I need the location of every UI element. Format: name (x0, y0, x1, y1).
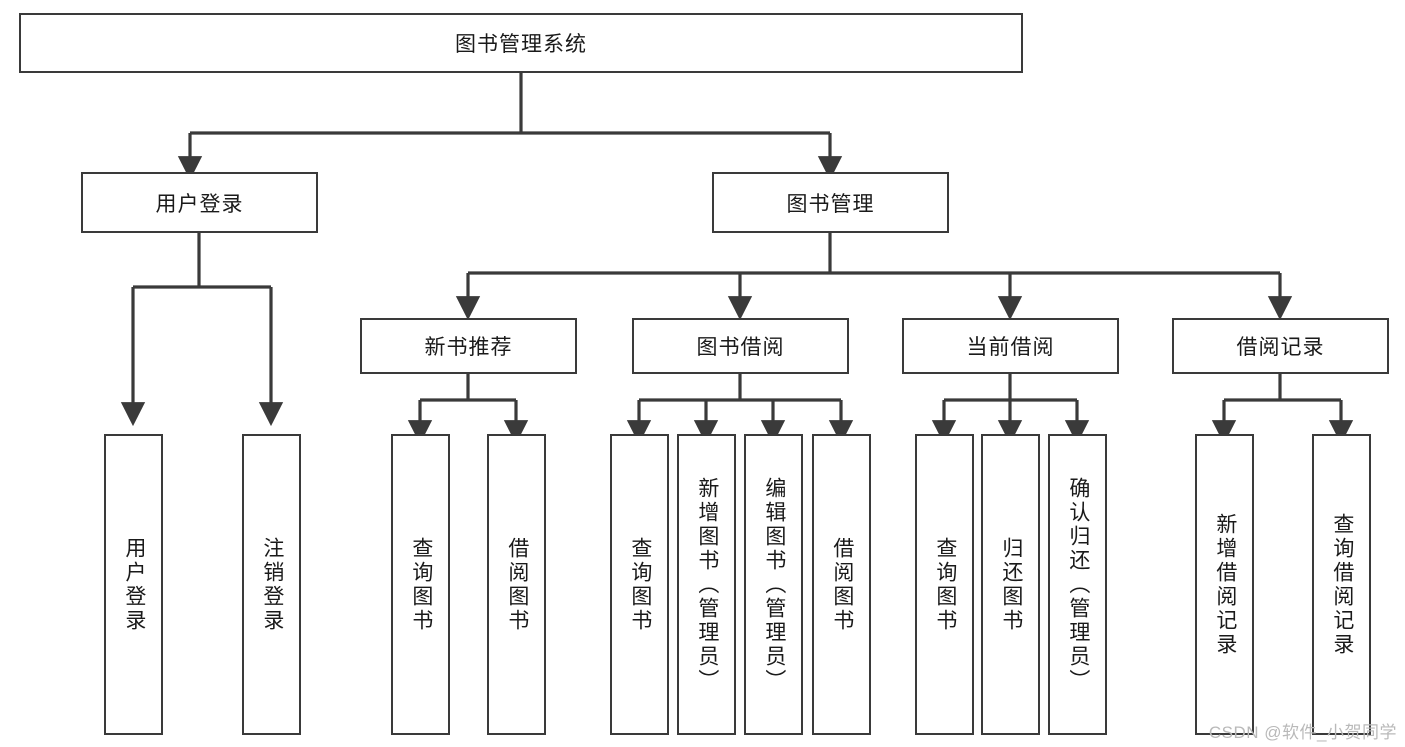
node-user-login[interactable]: 用户登录 (81, 172, 318, 233)
node-new-book-recommend[interactable]: 新书推荐 (360, 318, 577, 374)
node-label: 注销登录 (260, 536, 284, 633)
node-current-borrow[interactable]: 当前借阅 (902, 318, 1119, 374)
node-label: 归还图书 (999, 536, 1023, 633)
leaf-query-book-current[interactable]: 查询图书 (915, 434, 974, 735)
node-label: 用户登录 (155, 192, 244, 216)
leaf-add-book-admin[interactable]: 新增图书（管理员） (677, 434, 736, 735)
leaf-add-borrow-record[interactable]: 新增借阅记录 (1195, 434, 1254, 735)
node-label: 借阅图书 (830, 536, 854, 633)
leaf-borrow-book[interactable]: 借阅图书 (812, 434, 871, 735)
leaf-query-book-borrow[interactable]: 查询图书 (610, 434, 669, 735)
watermark: CSDN @软件_小贺同学 (1208, 723, 1397, 742)
node-label: 图书借阅 (696, 336, 785, 359)
node-book-borrow[interactable]: 图书借阅 (632, 318, 849, 374)
node-label: 图书管理系统 (455, 33, 587, 56)
node-label: 查询图书 (933, 536, 957, 633)
leaf-query-borrow-record[interactable]: 查询借阅记录 (1312, 434, 1371, 735)
node-label: 用户登录 (122, 536, 146, 633)
node-label: 查询图书 (409, 536, 433, 633)
node-borrow-record[interactable]: 借阅记录 (1172, 318, 1389, 374)
node-label: 借阅图书 (505, 536, 529, 633)
node-label: 借阅记录 (1236, 336, 1325, 359)
node-root-book-management-system[interactable]: 图书管理系统 (19, 13, 1023, 73)
node-label: 查询图书 (628, 536, 652, 633)
node-label: 新增借阅记录 (1213, 512, 1237, 657)
node-label: 编辑图书（管理员） (762, 476, 786, 693)
node-label: 查询借阅记录 (1330, 512, 1354, 657)
leaf-user-login[interactable]: 用户登录 (104, 434, 163, 735)
leaf-logout-login[interactable]: 注销登录 (242, 434, 301, 735)
leaf-confirm-return-admin[interactable]: 确认归还（管理员） (1048, 434, 1107, 735)
leaf-query-book-recommend[interactable]: 查询图书 (391, 434, 450, 735)
leaf-return-book[interactable]: 归还图书 (981, 434, 1040, 735)
leaf-borrow-book-recommend[interactable]: 借阅图书 (487, 434, 546, 735)
leaf-edit-book-admin[interactable]: 编辑图书（管理员） (744, 434, 803, 735)
node-label: 新增图书（管理员） (695, 476, 719, 693)
node-label: 图书管理 (786, 192, 875, 216)
node-label: 新书推荐 (424, 336, 513, 359)
node-label: 确认归还（管理员） (1066, 476, 1090, 693)
node-label: 当前借阅 (966, 336, 1055, 359)
node-book-management[interactable]: 图书管理 (712, 172, 949, 233)
